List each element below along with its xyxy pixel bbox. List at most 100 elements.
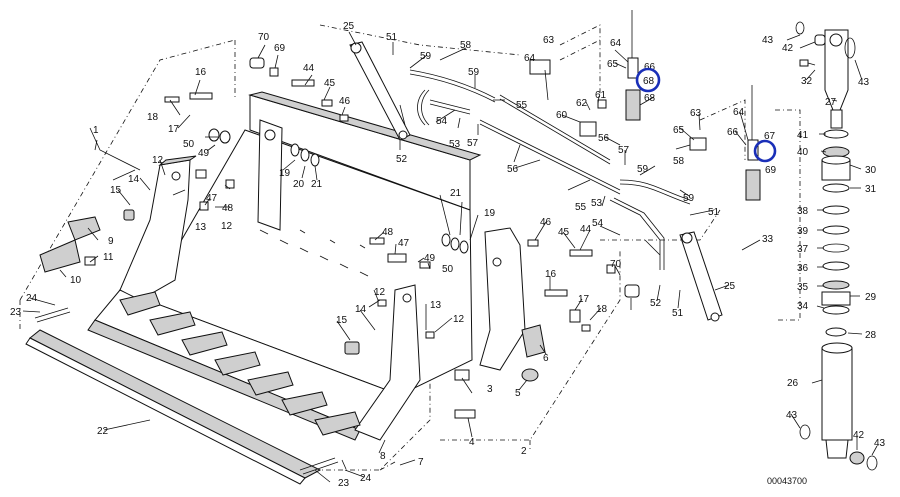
group-boundary-1 <box>19 39 236 330</box>
callout-58a: 58 <box>460 40 472 51</box>
callout-17a: 17 <box>168 124 180 135</box>
callout-57b: 57 <box>618 145 630 156</box>
callout-6: 6 <box>543 353 549 364</box>
callout-44a: 44 <box>303 63 315 74</box>
highlight-circle-6 <box>753 139 777 163</box>
callout-45b: 45 <box>558 227 570 238</box>
callout-13b: 13 <box>430 300 442 311</box>
callout-8: 8 <box>380 451 386 462</box>
callout-40: 40 <box>797 147 809 158</box>
callout-56a: 56 <box>507 164 519 175</box>
callout-65a: 65 <box>607 59 619 70</box>
hydraulic-cylinder-right <box>679 231 723 322</box>
callout-4: 4 <box>469 437 475 448</box>
callout-13a: 13 <box>195 222 207 233</box>
callout-59a: 59 <box>420 51 432 62</box>
callout-51b: 51 <box>708 207 720 218</box>
callout-24a: 24 <box>26 293 38 304</box>
callout-61: 61 <box>595 90 607 101</box>
callout-5: 5 <box>515 388 521 399</box>
callout-35: 35 <box>797 282 809 293</box>
callout-67: 68 <box>643 76 655 87</box>
leader-lines <box>22 31 878 483</box>
callout-15b: 15 <box>336 315 348 326</box>
valve-assembly-upper <box>529 10 641 137</box>
hydraulic-hoses-top <box>409 69 691 270</box>
highlight-circle-67 <box>635 67 661 93</box>
callout-65b: 66 <box>727 127 739 138</box>
callout-14b: 14 <box>355 304 367 315</box>
callout-62: 62 <box>576 98 588 109</box>
callout-27: 27 <box>825 97 837 108</box>
callout-58b: 58 <box>673 156 685 167</box>
callout-49a: 49 <box>198 148 210 159</box>
callout-18b: 18 <box>596 304 608 315</box>
drawing-number: 00043700 <box>767 476 807 486</box>
callout-15a: 15 <box>110 185 122 196</box>
callout-32: 32 <box>801 76 813 87</box>
callout-51c: 51 <box>672 308 684 319</box>
callout-16a: 16 <box>195 67 207 78</box>
callout-64c: 64 <box>733 107 745 118</box>
callout-56b: 56 <box>598 133 610 144</box>
cutting-edge <box>25 329 322 485</box>
callout-7: 7 <box>418 457 424 468</box>
callout-43d: 43 <box>874 438 886 449</box>
callout-42b: 42 <box>853 430 865 441</box>
callout-46b: 46 <box>540 217 552 228</box>
callout-50b: 50 <box>442 264 454 275</box>
callout-69b: 70 <box>610 259 622 270</box>
callout-45a: 45 <box>324 78 336 89</box>
callout-43b: 43 <box>858 77 870 88</box>
callout-64a: 64 <box>524 53 536 64</box>
callout-66a: 66 <box>644 62 656 73</box>
group-boundary-58-63 <box>319 24 746 241</box>
callout-59b: 59 <box>468 67 480 78</box>
callout-11: 11 <box>103 252 114 263</box>
callout-36: 36 <box>797 263 809 274</box>
callout-23a: 23 <box>10 307 22 318</box>
callout-44b: 44 <box>580 224 592 235</box>
callout-50a: 50 <box>183 139 195 150</box>
group-boundary-2 <box>440 250 621 450</box>
callout-51a: 51 <box>386 32 398 43</box>
callout-55a: 55 <box>516 100 528 111</box>
callout-34: 34 <box>797 301 809 312</box>
callout-53a: 53 <box>449 139 461 150</box>
callout-47b: 47 <box>398 238 410 249</box>
callout-42a: 42 <box>782 43 794 54</box>
callout-48a: 48 <box>222 203 234 214</box>
callout-19b: 19 <box>484 208 496 219</box>
callout-63a: 63 <box>543 35 555 46</box>
callout-26: 26 <box>787 378 799 389</box>
callout-12a: 12 <box>152 155 164 166</box>
callout-10: 10 <box>70 275 82 286</box>
callout-49b: 49 <box>424 253 436 264</box>
callout-66b: 67 <box>764 131 776 142</box>
callout-29: 29 <box>865 292 877 303</box>
callout-9: 9 <box>108 236 114 247</box>
bucket-teeth <box>119 291 361 436</box>
callout-23b: 23 <box>338 478 350 489</box>
left-side-plate <box>119 155 197 301</box>
callout-21a: 21 <box>311 179 323 190</box>
callout-33: 33 <box>762 234 774 245</box>
callout-14a: 14 <box>128 174 140 185</box>
callout-59c: 59 <box>637 164 649 175</box>
valve-assembly-lower <box>689 85 761 201</box>
right-side-plate <box>354 284 421 441</box>
callout-19a: 19 <box>279 168 291 179</box>
callout-70a: 70 <box>258 32 270 43</box>
callout-39: 39 <box>797 226 809 237</box>
callout-28: 28 <box>865 330 877 341</box>
callout-3: 3 <box>487 384 493 395</box>
callout-21b: 21 <box>450 188 462 199</box>
callout-43c: 43 <box>786 410 798 421</box>
callout-labels: 1 2 3 4 5 6 7 8 9 10 11 12 12 12 12 13 1… <box>10 21 886 489</box>
callout-22: 22 <box>97 426 109 437</box>
callout-31: 31 <box>865 184 877 195</box>
callout-37: 37 <box>797 244 809 255</box>
callout-54b: 54 <box>592 218 604 229</box>
callout-54a: 54 <box>436 116 448 127</box>
